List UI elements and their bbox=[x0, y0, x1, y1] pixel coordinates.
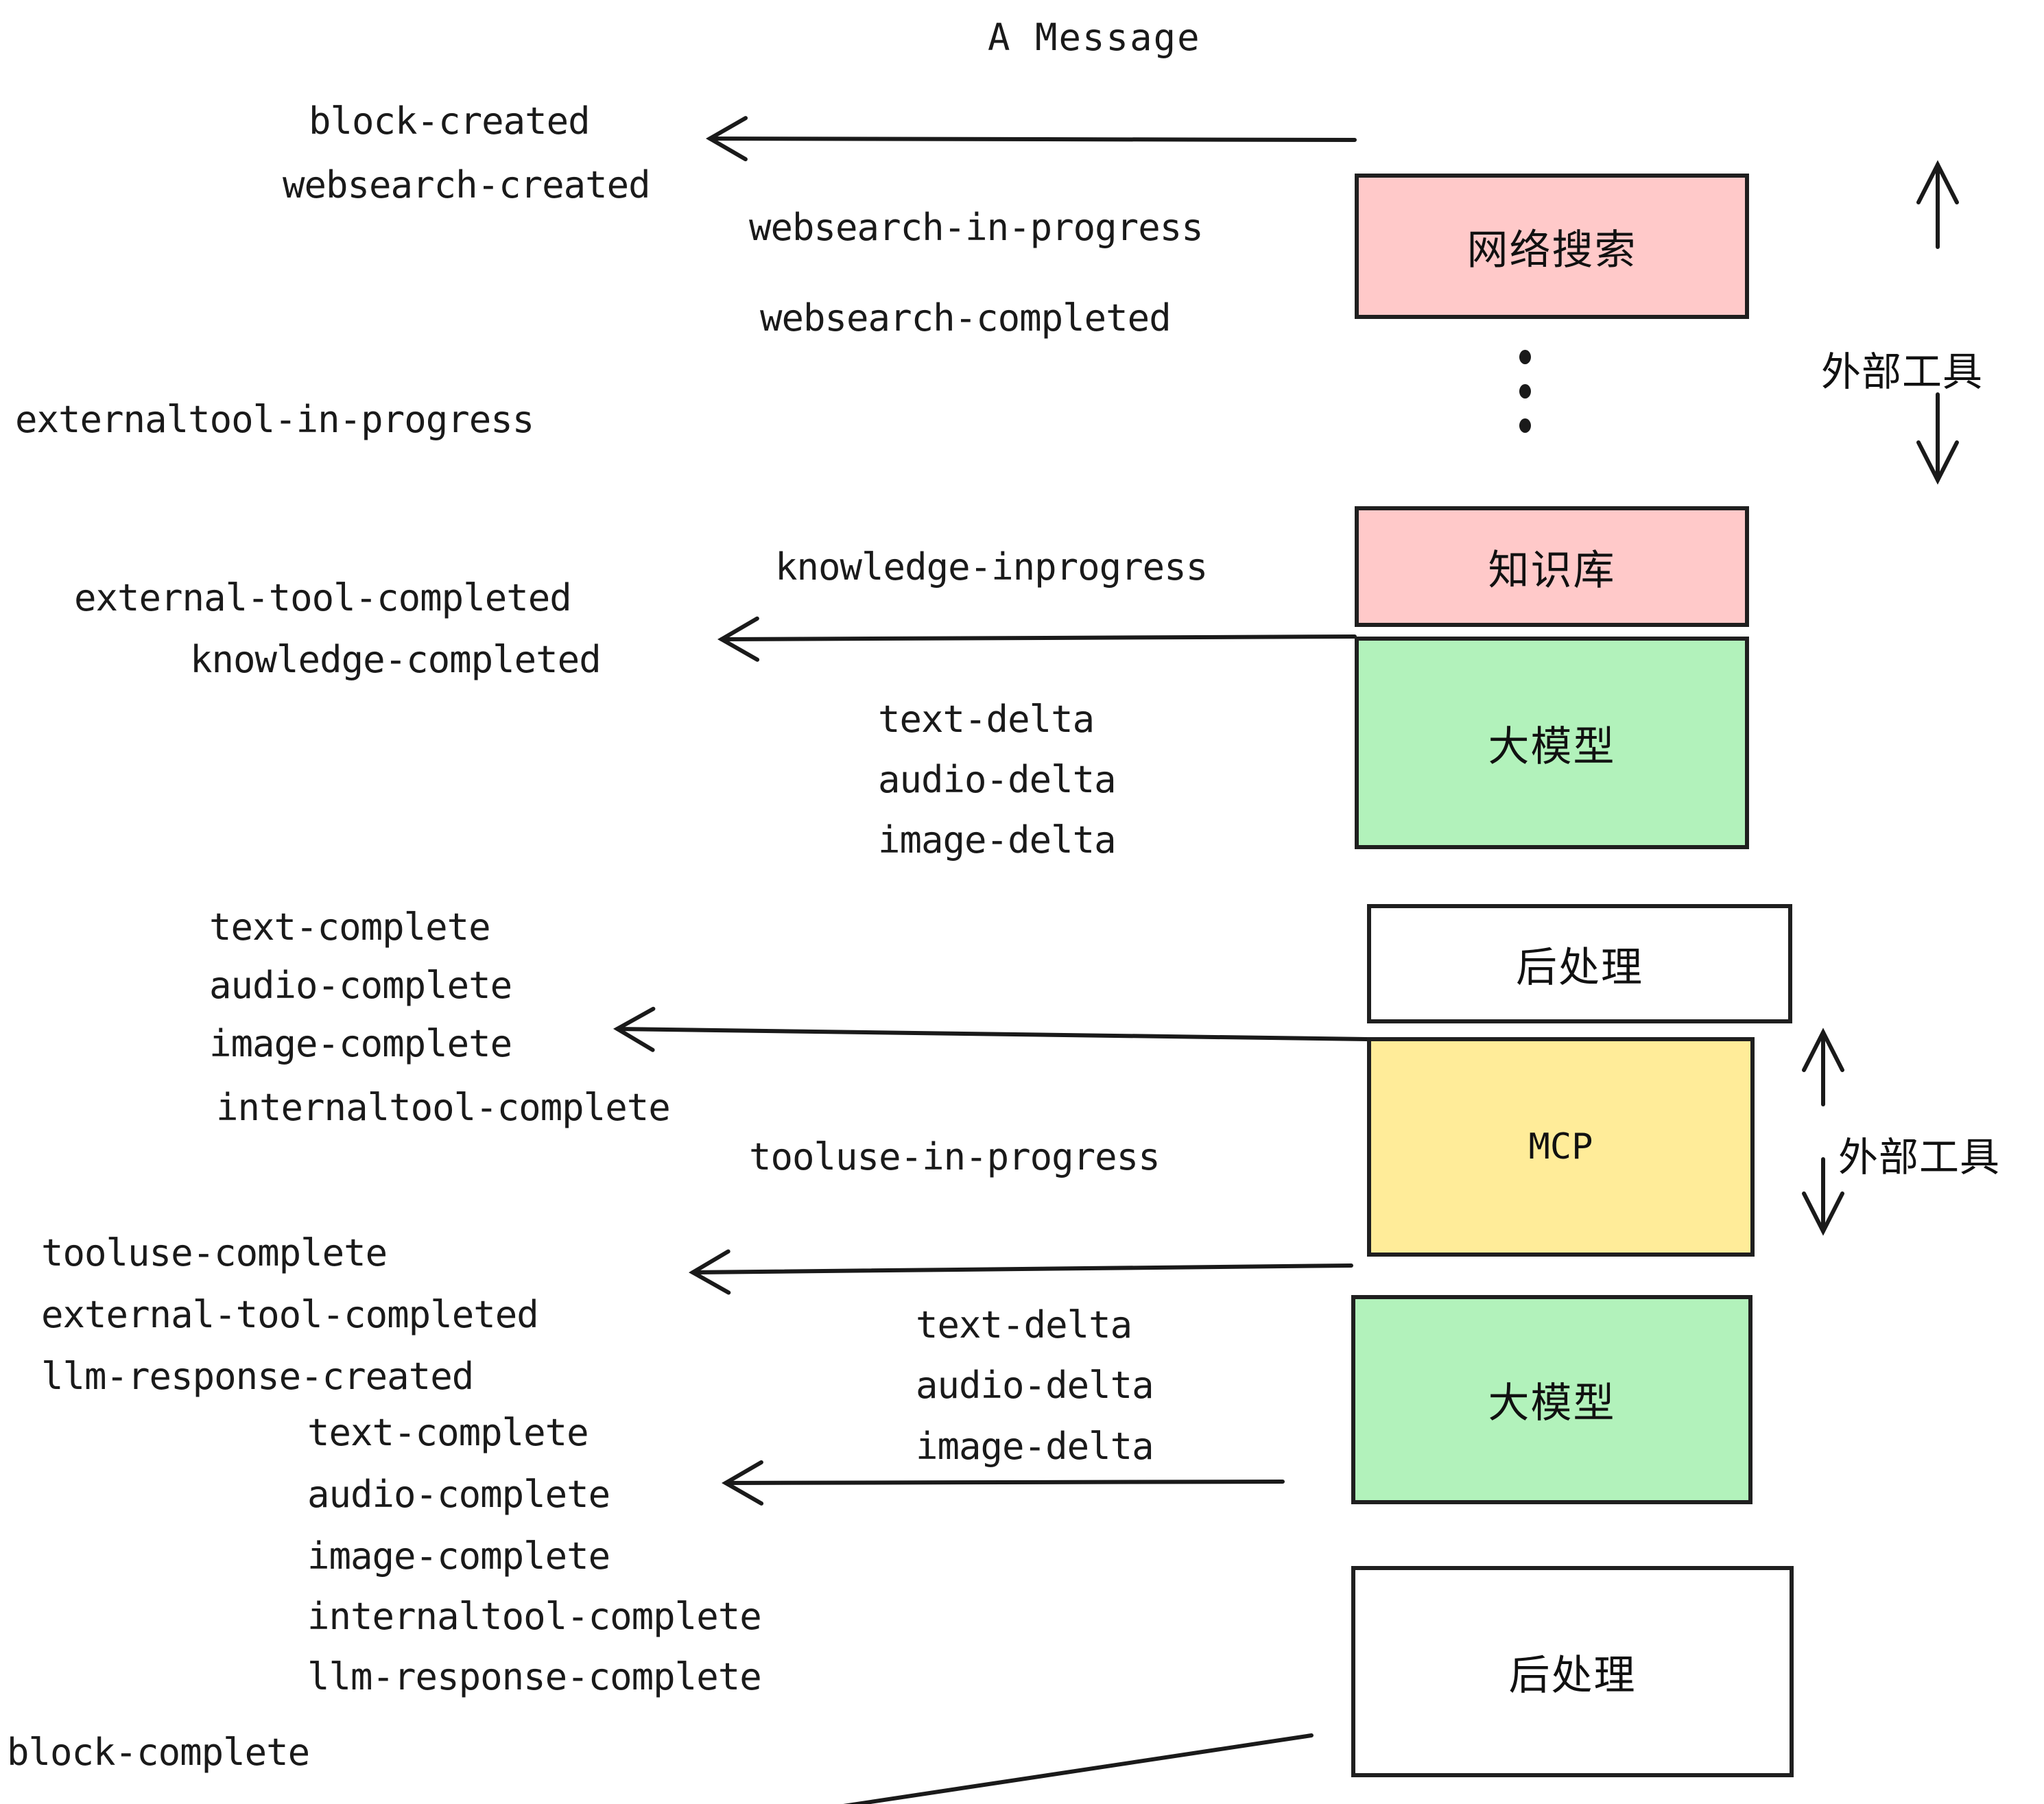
node-box-4[interactable]: MCP bbox=[1367, 1037, 1755, 1257]
node-box-6[interactable]: 后处理 bbox=[1351, 1566, 1794, 1777]
external-tool-label-1: 外部工具 bbox=[1838, 1134, 2001, 1180]
node-box-label: 大模型 bbox=[1488, 1379, 1616, 1427]
node-box-label: 后处理 bbox=[1516, 943, 1643, 992]
image-complete-arrow bbox=[615, 1027, 1369, 1041]
node-box-label: 知识库 bbox=[1488, 546, 1616, 595]
mcp-tool-bracket-bottom-head bbox=[1802, 1191, 1844, 1236]
event-label-3: external-tool-completed bbox=[74, 576, 572, 619]
external-tool-bracket-top-head bbox=[1916, 160, 1959, 204]
event-label-0: websearch-in-progress bbox=[749, 206, 1204, 249]
event-label-9: image-delta bbox=[916, 1425, 1154, 1468]
event-label-5: image-delta bbox=[878, 818, 1117, 862]
tooluse-complete-arrow-head bbox=[688, 1249, 731, 1295]
event-label-14: image-complete bbox=[307, 1534, 610, 1578]
external-tool-label-0: 外部工具 bbox=[1821, 348, 1984, 395]
event-label-8: audio-delta bbox=[916, 1364, 1154, 1407]
image-complete-arrow-head bbox=[613, 1006, 656, 1052]
ellipsis-dot bbox=[1519, 350, 1531, 364]
event-label-16: llm-response-complete bbox=[307, 1655, 762, 1698]
node-box-3[interactable]: 后处理 bbox=[1367, 904, 1792, 1023]
knowledge-completed-arrow-head bbox=[717, 616, 760, 662]
audio-complete-arrow-head bbox=[721, 1460, 764, 1506]
node-box-5[interactable]: 大模型 bbox=[1351, 1295, 1752, 1504]
ellipsis-dot bbox=[1519, 418, 1531, 433]
tooluse-complete-arrow bbox=[691, 1263, 1353, 1274]
node-box-label: MCP bbox=[1528, 1126, 1593, 1167]
event-label-15: internaltool-complete bbox=[307, 1595, 762, 1638]
knowledge-completed-arrow bbox=[720, 634, 1357, 641]
node-box-1[interactable]: 知识库 bbox=[1355, 506, 1749, 627]
node-box-label: 大模型 bbox=[1488, 722, 1616, 771]
event-label-10: external-tool-completed bbox=[41, 1293, 539, 1336]
block-complete-arrow bbox=[843, 1733, 1314, 1804]
event-label-3: text-delta bbox=[878, 698, 1095, 741]
node-box-0[interactable]: 网络搜索 bbox=[1355, 174, 1749, 319]
event-label-1: websearch-created bbox=[283, 163, 651, 206]
page-title: A Message bbox=[988, 16, 1201, 59]
event-label-6: audio-complete bbox=[209, 964, 512, 1007]
event-label-2: knowledge-inprogress bbox=[775, 545, 1208, 589]
event-label-12: text-complete bbox=[307, 1411, 589, 1454]
event-label-8: internaltool-complete bbox=[216, 1086, 671, 1129]
event-label-2: externaltool-in-progress bbox=[15, 398, 534, 441]
external-tool-bracket-bottom-head bbox=[1916, 440, 1959, 485]
event-label-5: text-complete bbox=[209, 905, 491, 949]
event-label-9: tooluse-complete bbox=[41, 1231, 388, 1274]
node-box-2[interactable]: 大模型 bbox=[1355, 637, 1749, 849]
event-label-7: text-delta bbox=[916, 1303, 1132, 1346]
node-box-label: 后处理 bbox=[1508, 1651, 1637, 1700]
event-label-13: audio-complete bbox=[307, 1473, 610, 1516]
event-label-4: knowledge-completed bbox=[190, 638, 602, 681]
node-box-label: 网络搜索 bbox=[1466, 226, 1637, 274]
audio-complete-arrow bbox=[724, 1480, 1285, 1485]
ellipsis-dot bbox=[1519, 384, 1531, 399]
event-label-17: block-complete bbox=[7, 1731, 310, 1774]
event-label-11: llm-response-created bbox=[41, 1355, 474, 1398]
event-label-1: websearch-completed bbox=[760, 296, 1172, 340]
event-label-0: block-created bbox=[309, 99, 591, 143]
websearch-created-arrow-head bbox=[705, 116, 748, 162]
event-label-7: image-complete bbox=[209, 1022, 512, 1065]
event-label-4: audio-delta bbox=[878, 758, 1117, 801]
websearch-created-arrow bbox=[708, 137, 1357, 142]
mcp-tool-bracket-top-head bbox=[1802, 1028, 1844, 1072]
event-label-6: tooluse-in-progress bbox=[749, 1135, 1161, 1178]
